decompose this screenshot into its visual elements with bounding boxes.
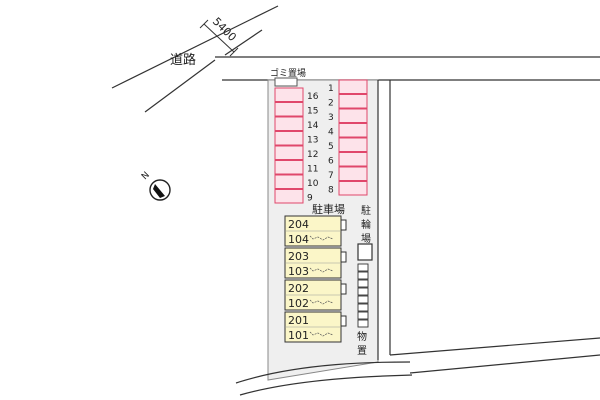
right-boundary	[377, 80, 600, 374]
parking-number-8: 8	[328, 186, 334, 196]
parking-space-16	[274, 87, 304, 102]
parking-number-12: 12	[307, 150, 318, 160]
unit-number-102: 102	[288, 297, 309, 310]
north-label: N	[140, 170, 152, 182]
parking-space-13	[274, 131, 304, 146]
parking-space-1	[338, 79, 368, 94]
parking-label: 駐車場	[312, 202, 345, 216]
parking-number-1: 1	[328, 84, 334, 94]
parking-number-4: 4	[328, 128, 334, 138]
road-label: 道路	[170, 52, 196, 68]
storage-label-1: 物	[357, 330, 367, 343]
parking-space-12	[274, 145, 304, 160]
parking-number-7: 7	[328, 171, 334, 181]
garbage-label: ゴミ置場	[270, 67, 306, 79]
road-edge-lower	[144, 59, 216, 113]
garbage-area	[274, 77, 298, 87]
parking-number-5: 5	[328, 142, 334, 152]
unit-number-104: 104	[288, 233, 309, 246]
parking-space-6	[338, 152, 368, 167]
unit-number-204: 204	[288, 218, 309, 231]
parking-space-14	[274, 116, 304, 131]
unit-number-103: 103	[288, 265, 309, 278]
bicycle-rack-box	[357, 243, 373, 261]
unit-number-203: 203	[288, 250, 309, 263]
parking-number-15: 15	[307, 107, 318, 117]
unit-stair	[309, 299, 334, 305]
parking-space-9	[274, 189, 304, 204]
rack-slot	[357, 319, 369, 328]
road-edge-upper	[111, 5, 279, 89]
parking-number-9: 9	[307, 194, 313, 204]
parking-space-3	[338, 108, 368, 123]
bicycle-label-2: 輪	[361, 218, 371, 231]
road-width-label: 5400	[210, 15, 239, 44]
parking-number-13: 13	[307, 136, 318, 146]
bicycle-rack	[357, 263, 369, 328]
parking-space-11	[274, 160, 304, 175]
unit-number-202: 202	[288, 282, 309, 295]
unit-balcony	[340, 283, 347, 295]
rack-slot	[357, 295, 369, 304]
parking-space-8	[338, 181, 368, 196]
parking-left-group: 16 15 14 13 12 11 10 9	[274, 87, 319, 204]
parking-number-2: 2	[328, 99, 334, 109]
rack-slot	[357, 263, 369, 272]
parking-space-10	[274, 174, 304, 189]
north-arrow-icon	[149, 179, 171, 201]
storage-label-2: 置	[357, 345, 367, 357]
unit-balcony	[340, 315, 347, 327]
unit-balcony	[340, 251, 347, 263]
parking-number-14: 14	[307, 121, 319, 131]
unit-stair	[309, 235, 334, 241]
unit-stair	[309, 331, 334, 337]
width-dimension	[199, 19, 239, 57]
rack-slot	[357, 311, 369, 320]
parking-number-6: 6	[328, 157, 334, 167]
parking-number-16: 16	[307, 92, 319, 102]
bicycle-label-3: 場	[361, 232, 371, 245]
unit-balcony	[340, 219, 347, 231]
rack-slot	[357, 303, 369, 312]
rack-slot	[357, 279, 369, 288]
unit-number-201: 201	[288, 314, 309, 327]
parking-space-4	[338, 123, 368, 138]
parking-number-11: 11	[307, 165, 318, 175]
parking-space-7	[338, 166, 368, 181]
rack-slot	[357, 271, 369, 280]
parking-space-15	[274, 102, 304, 117]
rack-slot	[357, 287, 369, 296]
parking-number-10: 10	[307, 179, 319, 189]
road-edge-lower-2	[224, 29, 263, 56]
parking-space-2	[338, 94, 368, 109]
building-units: 204 104 203 103 202 102 201 101	[284, 215, 347, 343]
parking-space-5	[338, 137, 368, 152]
parking-right-group: 1 2 3 4 5 6 7 8	[328, 79, 368, 196]
bottom-road	[235, 361, 413, 396]
parking-number-3: 3	[328, 113, 334, 123]
bicycle-label-1: 駐	[361, 204, 371, 217]
unit-stair	[309, 267, 334, 273]
unit-number-101: 101	[288, 329, 309, 342]
